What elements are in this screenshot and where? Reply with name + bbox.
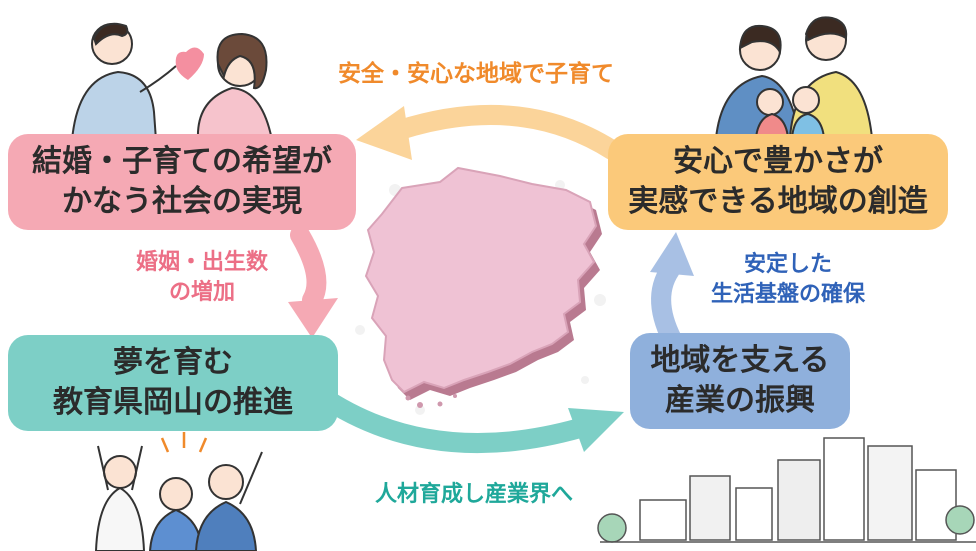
arrow-blue-right bbox=[650, 232, 694, 355]
node-education-line2: 教育県岡山の推進 bbox=[53, 385, 293, 420]
arrow-pink-left bbox=[288, 225, 338, 338]
node-education: 夢を育む 教育県岡山の推進 bbox=[8, 335, 338, 431]
node-industry-line2: 産業の振興 bbox=[665, 383, 815, 418]
node-region: 安心で豊かさが 実感できる地域の創造 bbox=[608, 134, 948, 230]
couple-heart-illustration bbox=[70, 22, 274, 141]
node-region-line2: 実感できる地域の創造 bbox=[628, 184, 928, 219]
edge-label-right-line2: 生活基盤の確保 bbox=[710, 282, 865, 307]
node-marriage-line1: 結婚・子育ての希望が bbox=[32, 144, 332, 179]
edge-label-top: 安全・安心な地域で子育て bbox=[306, 54, 646, 88]
node-region-line1: 安心で豊かさが bbox=[673, 144, 883, 179]
edge-label-right: 安定した 生活基盤の確保 bbox=[690, 250, 886, 310]
edge-label-left-line2: の増加 bbox=[168, 280, 235, 305]
arrow-teal-bottom bbox=[310, 385, 624, 454]
edge-label-left: 婚姻・出生数 の増加 bbox=[102, 248, 302, 308]
node-education-line1: 夢を育む bbox=[113, 345, 233, 380]
edge-label-bottom: 人材育成し産業界へ bbox=[326, 476, 622, 508]
node-industry: 地域を支える 産業の振興 bbox=[630, 333, 850, 429]
background-texture bbox=[355, 180, 606, 415]
arrow-orange-top bbox=[356, 105, 622, 160]
map-okayama-illustration bbox=[364, 166, 602, 408]
node-industry-line1: 地域を支える bbox=[650, 343, 830, 378]
edge-label-top-text: 安全・安心な地域で子育て bbox=[338, 61, 614, 87]
family-illustration bbox=[714, 16, 874, 139]
cityscape-illustration bbox=[597, 437, 976, 543]
edge-label-left-line1: 婚姻・出生数 bbox=[135, 250, 268, 275]
edge-label-bottom-text: 人材育成し産業界へ bbox=[374, 482, 573, 507]
node-marriage-childrearing: 結婚・子育ての希望が かなう社会の実現 bbox=[8, 134, 356, 230]
cheering-students-illustration bbox=[94, 432, 263, 551]
edge-label-right-line1: 安定した bbox=[743, 252, 832, 277]
node-marriage-line2: かなう社会の実現 bbox=[62, 184, 302, 219]
